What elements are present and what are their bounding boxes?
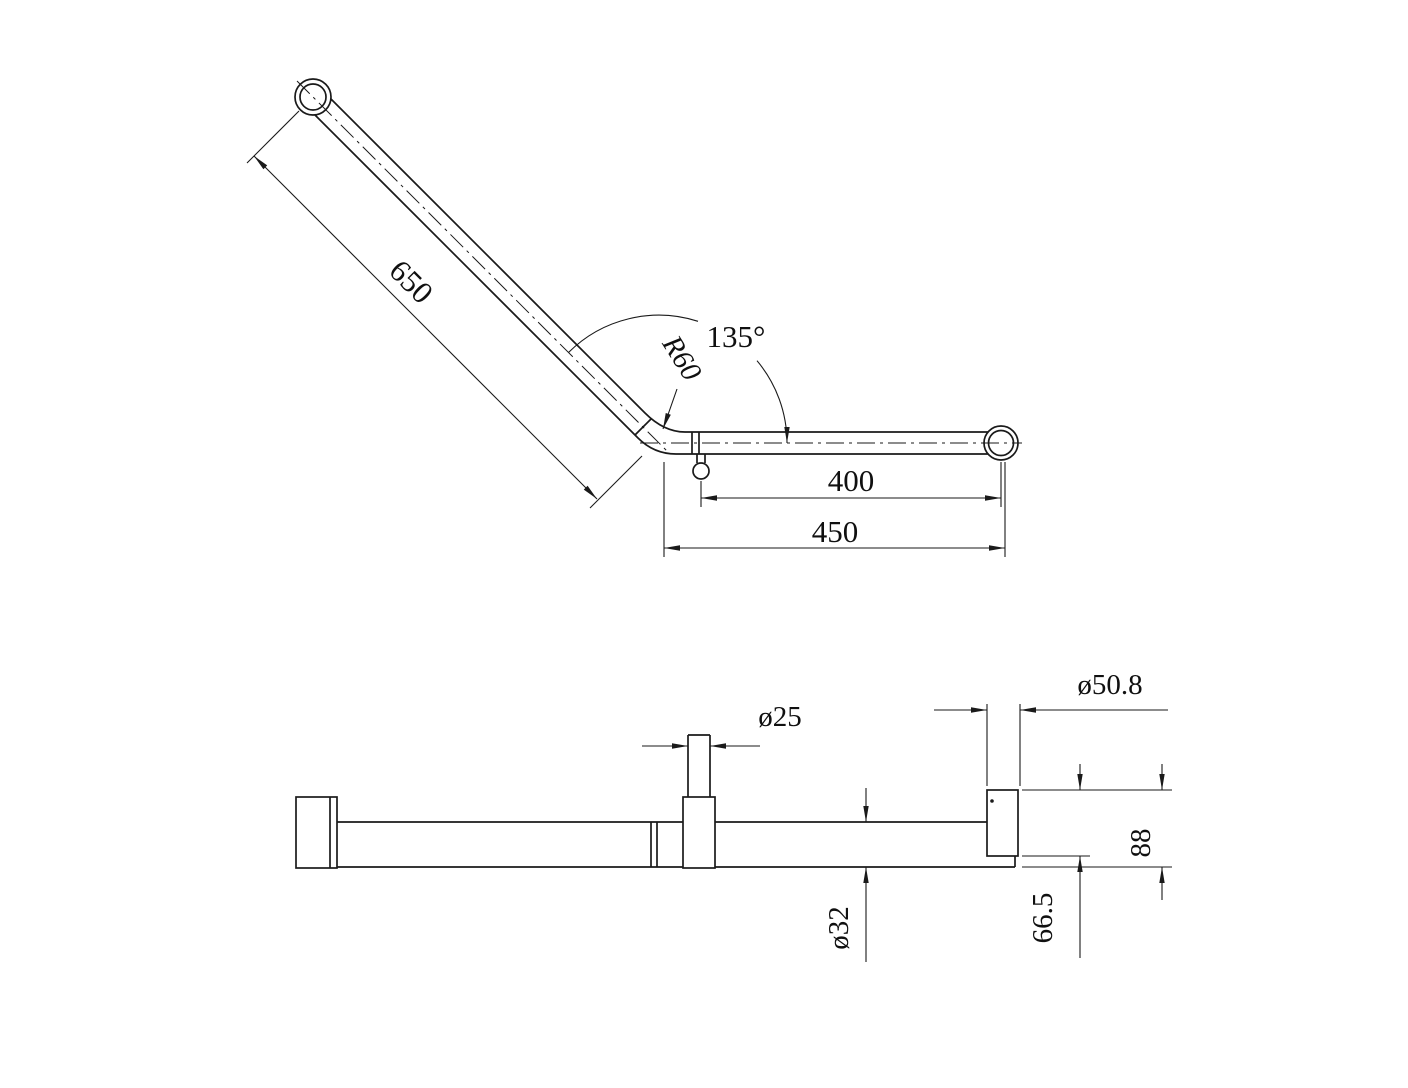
dim-dia32-text: ø32 <box>823 906 855 950</box>
dimension-dia50-8: ø50.8 <box>934 669 1168 786</box>
extension-line <box>589 455 643 509</box>
dim-400-text: 400 <box>828 463 875 498</box>
angle-arc <box>756 360 790 444</box>
grab-rail-side <box>295 734 1019 869</box>
wall-flange-right-outer <box>983 425 1019 461</box>
wall-flange-top-outer <box>294 78 332 116</box>
centerline-diagonal <box>296 80 669 453</box>
dim-650-text: 650 <box>383 253 441 311</box>
dimension-66-5: 66.5 <box>1022 764 1090 958</box>
dim-88-text: 88 <box>1125 829 1157 858</box>
dimension-dia25: ø25 <box>642 701 802 749</box>
dim-450-text: 450 <box>812 514 859 549</box>
dim-dia25-text: ø25 <box>758 701 802 733</box>
flange-mark <box>990 799 994 803</box>
dimension-88: 88 <box>1022 764 1172 900</box>
extension-line <box>246 110 300 164</box>
dimension-r60: R60 <box>655 329 708 430</box>
side-view: ø50.8 ø25 ø32 66.5 88 <box>295 669 1172 962</box>
angle-arc <box>568 314 699 353</box>
dimension-line <box>253 155 598 500</box>
fixing-pin <box>692 462 710 480</box>
dim-dia50-8-text: ø50.8 <box>1077 669 1142 701</box>
dimension-400: 400 <box>700 462 1002 507</box>
dim-135-text: 135° <box>707 319 766 354</box>
tube-seam-diagonal <box>634 418 652 436</box>
dim-66-5-text: 66.5 <box>1027 893 1059 944</box>
end-cap <box>295 796 338 869</box>
stem-collar <box>682 796 716 869</box>
wall-flange-side <box>986 789 1019 857</box>
tube-lower-edge <box>314 114 988 455</box>
dimension-650: 650 <box>246 110 643 509</box>
wall-flange-top-inner <box>299 83 327 111</box>
wall-flange-right-inner <box>987 429 1015 457</box>
dim-r60-text: R60 <box>655 329 708 387</box>
plan-view: 650 R60 135° 400 450 <box>246 78 1022 557</box>
dimension-135deg: 135° <box>568 314 790 444</box>
leader-line <box>662 388 678 430</box>
dimension-dia32: ø32 <box>823 788 869 962</box>
dimension-450: 450 <box>663 462 1006 557</box>
tube-upper-edge <box>330 98 988 433</box>
